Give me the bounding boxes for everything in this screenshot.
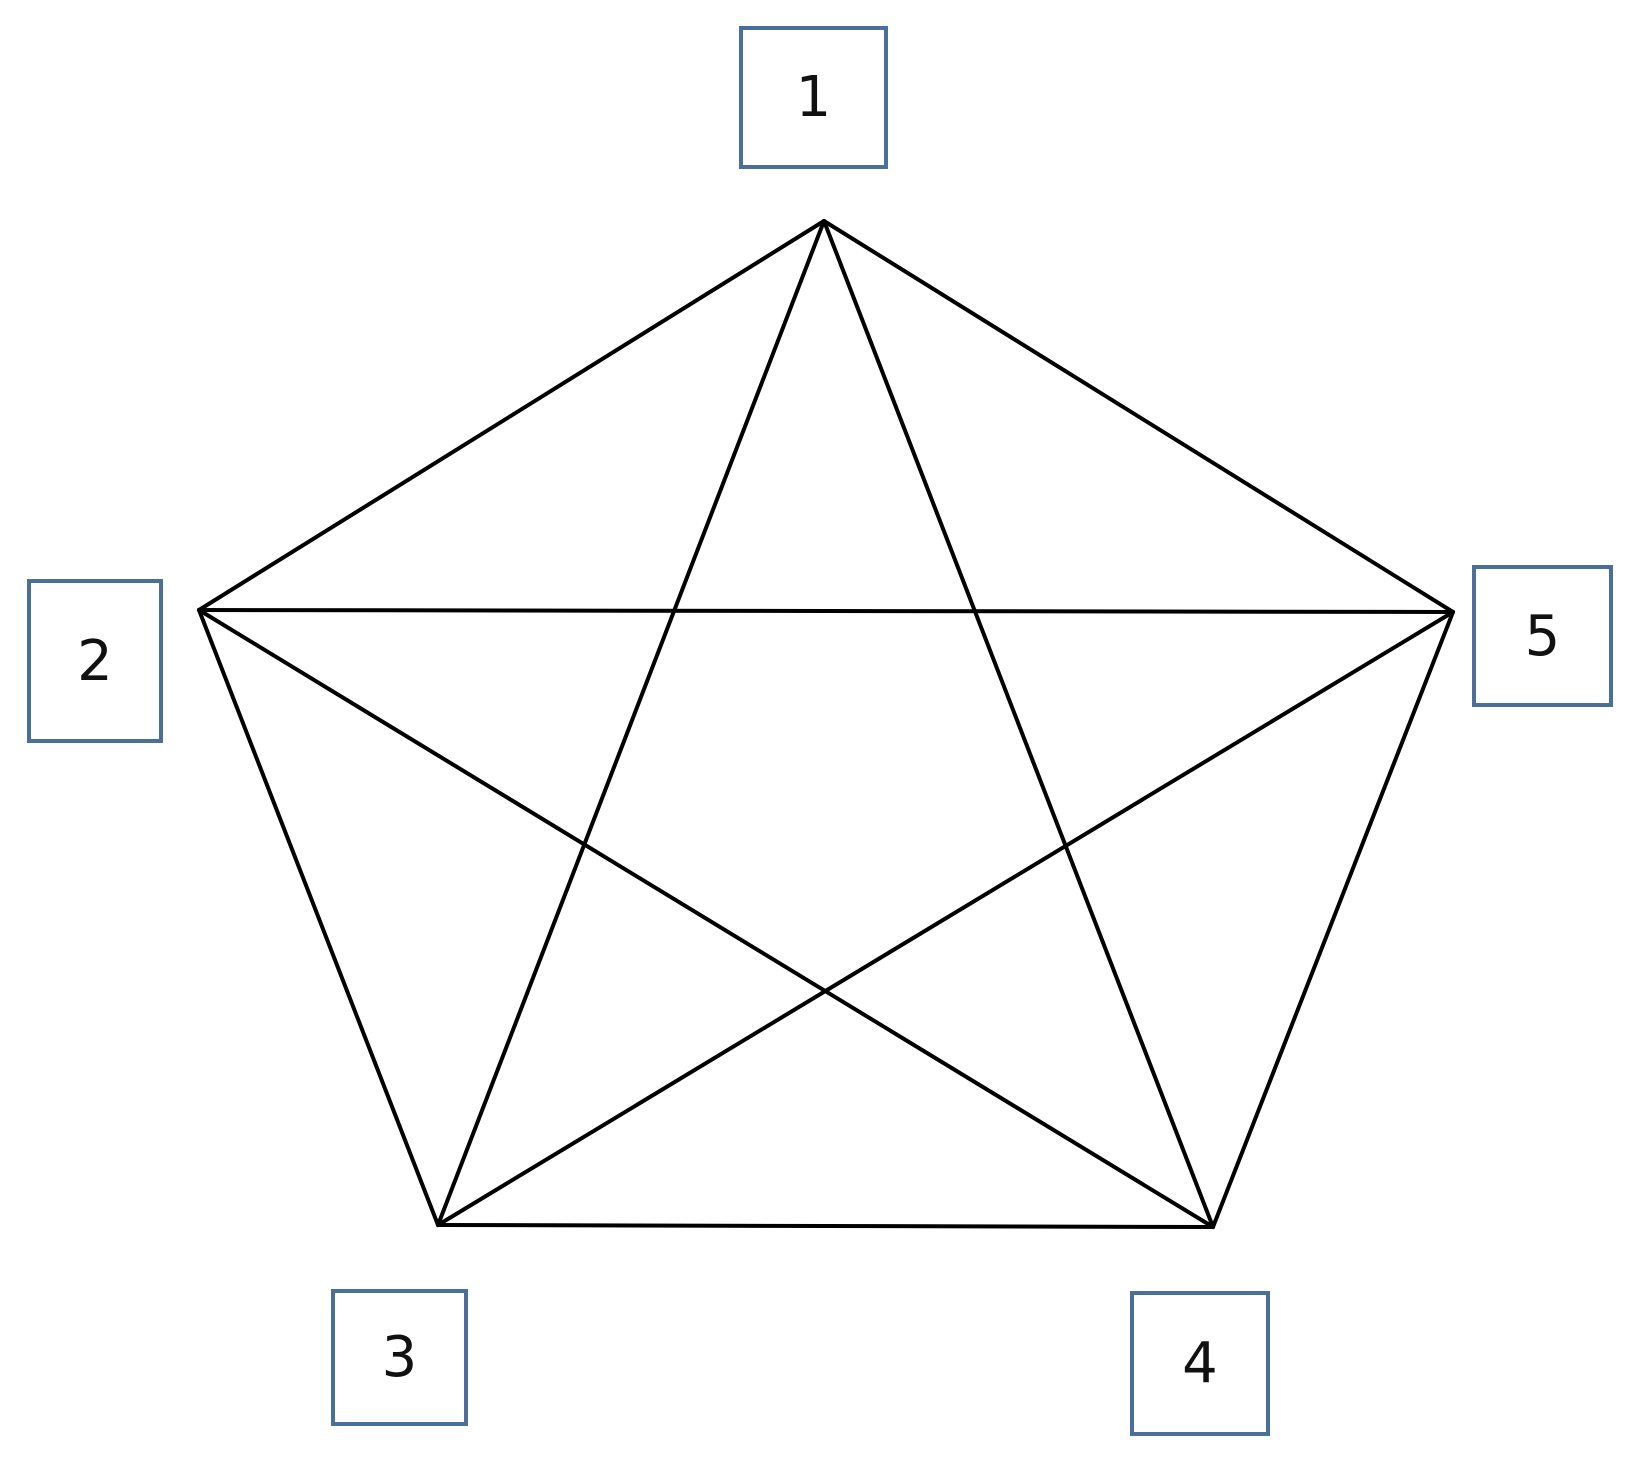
- edge-3-5: [436, 610, 1455, 1227]
- edge-2-4: [197, 608, 1215, 1229]
- edge-1-4: [822, 219, 1215, 1229]
- edge-1-2: [197, 219, 826, 612]
- node-label-4: 4: [1130, 1291, 1270, 1436]
- node-label-4-text: 4: [1182, 1331, 1218, 1396]
- edge-4-5: [1211, 610, 1455, 1229]
- edge-2-5: [197, 608, 1455, 614]
- node-label-1: 1: [739, 26, 888, 169]
- edge-2-3: [197, 608, 440, 1227]
- node-label-2-text: 2: [77, 628, 113, 694]
- node-label-5: 5: [1472, 565, 1613, 707]
- node-label-3: 3: [331, 1289, 468, 1426]
- edge-3-4: [436, 1223, 1215, 1229]
- node-label-3-text: 3: [381, 1325, 418, 1390]
- graph-edges: [197, 219, 1455, 1229]
- edge-1-3: [436, 219, 826, 1227]
- edge-1-5: [822, 219, 1455, 614]
- node-label-2: 2: [27, 579, 163, 743]
- node-label-5-text: 5: [1524, 603, 1561, 669]
- node-label-1-text: 1: [795, 65, 832, 130]
